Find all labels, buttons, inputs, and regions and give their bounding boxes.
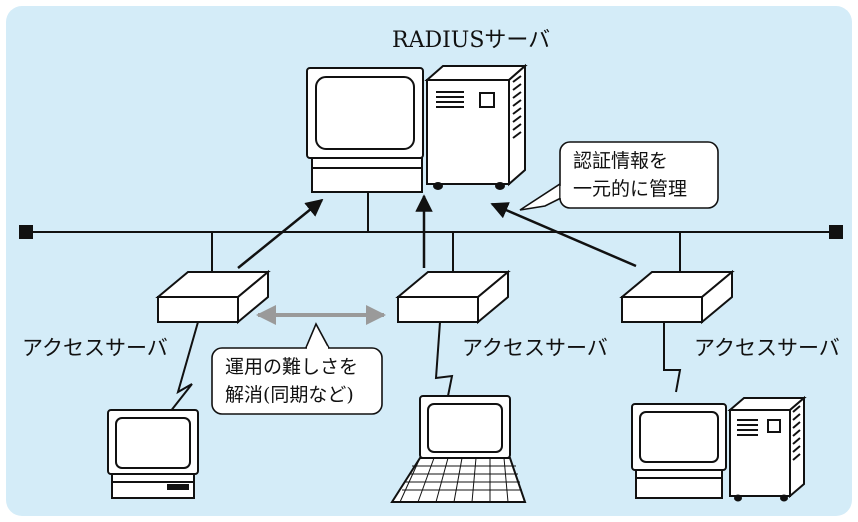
access-server-label-3: アクセスサーバ xyxy=(694,336,840,360)
access-server-label-2: アクセスサーバ xyxy=(462,336,608,360)
callout-ops-line1: 運用の難しさを xyxy=(225,356,359,378)
callout-ops-text: 運用の難しさを 解消(同期など) xyxy=(225,353,358,409)
access-server-label-1: アクセスサーバ xyxy=(22,336,168,360)
client-desktop-icon-2 xyxy=(631,403,727,499)
callout-auth-text: 認証情報を 一元的に管理 xyxy=(573,147,687,203)
client-links xyxy=(169,321,682,413)
callout-auth-line1: 認証情報を xyxy=(573,150,669,172)
network-node-icon-left xyxy=(19,225,33,239)
access-server-icon-1 xyxy=(155,269,271,325)
tower-server-icon xyxy=(424,63,528,190)
arrow-icon-3 xyxy=(490,202,637,268)
callout-auth-line2: 一元的に管理 xyxy=(573,178,688,200)
client-tower-server-icon xyxy=(727,395,807,502)
callout-ops-line2: 解消(同期など) xyxy=(225,384,354,406)
network-node-icon-right xyxy=(829,225,843,239)
radius-server-title: RADIUSサーバ xyxy=(392,28,551,53)
network-drops xyxy=(211,192,681,272)
access-server-icon-2 xyxy=(395,269,511,325)
client-desktop-icon xyxy=(107,409,199,499)
arrow-icon-1 xyxy=(237,198,324,269)
callout-ops-bubble xyxy=(211,322,383,415)
auth-arrows xyxy=(237,194,637,269)
access-server-icon-3 xyxy=(619,269,735,325)
callout-auth-bubble xyxy=(519,141,719,211)
desktop-computer-icon xyxy=(306,67,424,193)
laptop-icon xyxy=(390,395,527,503)
